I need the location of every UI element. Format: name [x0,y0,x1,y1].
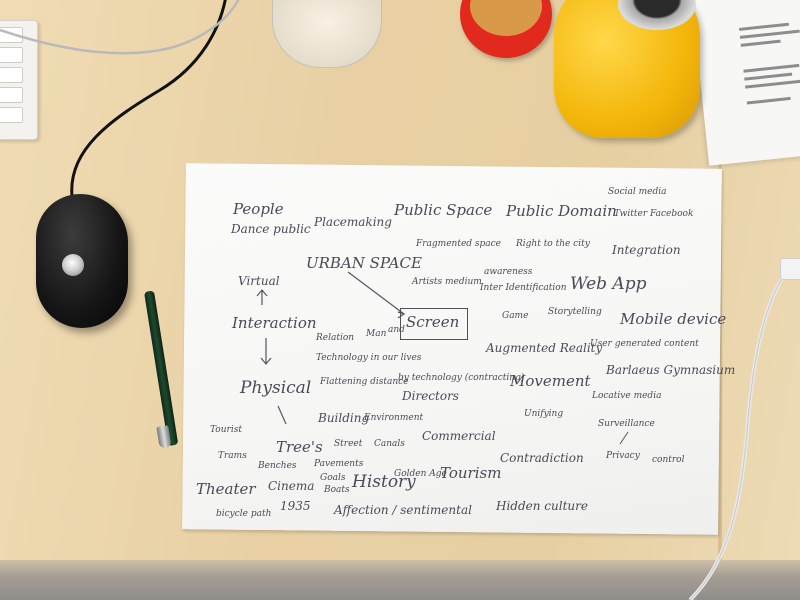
note-screen: Screen [406,313,460,331]
note-user-generated-content: User generated content [590,339,699,349]
note-cinema: Cinema [268,479,315,493]
note-canals: Canals [374,439,405,449]
note-trees: Tree's [276,438,323,456]
mouse-scroll-wheel [62,254,84,276]
note-locative-media: Locative media [592,391,662,401]
note-web-app: Web App [570,274,647,294]
note-street: Street [334,439,363,449]
note-physical: Physical [240,378,312,398]
note-integration: Integration [612,243,681,257]
note-trams: Trams [218,451,247,461]
note-twitter-facebook: Twitter Facebook [614,209,694,219]
note-environment: Environment [364,413,424,423]
note-boats: Boats [324,485,350,495]
note-flattening-distance: Flattening distance [320,377,409,387]
note-goals: Goals [320,473,346,483]
note-privacy: Privacy [606,451,640,461]
note-by-technology: by technology (contracting) [398,373,525,383]
note-golden-age: Golden Age [394,469,447,479]
note-tourist: Tourist [210,425,242,435]
note-mobile-device: Mobile device [620,310,727,328]
note-interaction: Interaction [232,314,317,332]
note-unifying: Unifying [524,409,564,419]
note-and: and [388,325,405,335]
note-control: control [652,455,685,465]
note-awareness: awareness [484,267,533,277]
note-public-domain: Public Domain [506,202,617,220]
note-bicycle-path: bicycle path [216,509,272,519]
note-pavements: Pavements [314,459,364,469]
note-people: People [233,200,284,218]
note-barlaeus-gymnasium: Barlaeus Gymnasium [606,363,736,377]
note-augmented-reality: Augmented Reality [486,341,603,355]
note-contradiction: Contradiction [500,451,584,465]
note-right-to-city: Right to the city [516,239,590,249]
charger-plug [780,258,800,280]
note-technology-in-our-lives: Technology in our lives [316,353,422,363]
note-virtual: Virtual [238,274,280,288]
desk-edge [0,560,800,600]
note-affection-sentimental: Affection / sentimental [334,503,472,517]
note-social-media: Social media [608,187,667,197]
note-directors: Directors [402,389,459,403]
note-placemaking: Placemaking [314,215,392,229]
note-theater: Theater [196,480,256,498]
note-movement: Movement [510,372,591,390]
note-commercial: Commercial [422,429,496,443]
note-artists-medium: Artists medium [412,277,482,287]
note-tourism: Tourism [440,464,502,482]
note-game: Game [502,311,529,321]
screen-box [400,308,468,340]
note-urban-space: URBAN SPACE [306,254,422,272]
note-benches: Benches [258,461,297,471]
note-fragmented-space: Fragmented space [416,239,502,249]
note-man: Man [366,329,387,339]
glass-water-bottle [272,0,382,68]
note-storytelling: Storytelling [548,307,602,317]
note-1935: 1935 [280,499,311,513]
note-history: History [352,472,416,492]
note-hidden-culture: Hidden culture [496,499,588,513]
note-inter-identification: Inter Identification [480,283,567,293]
note-relation: Relation [316,333,355,343]
note-building: Building [318,411,370,425]
note-surveillance: Surveillance [598,419,655,429]
note-public-space: Public Space [394,201,493,219]
note-dance-public: Dance public [231,222,311,236]
